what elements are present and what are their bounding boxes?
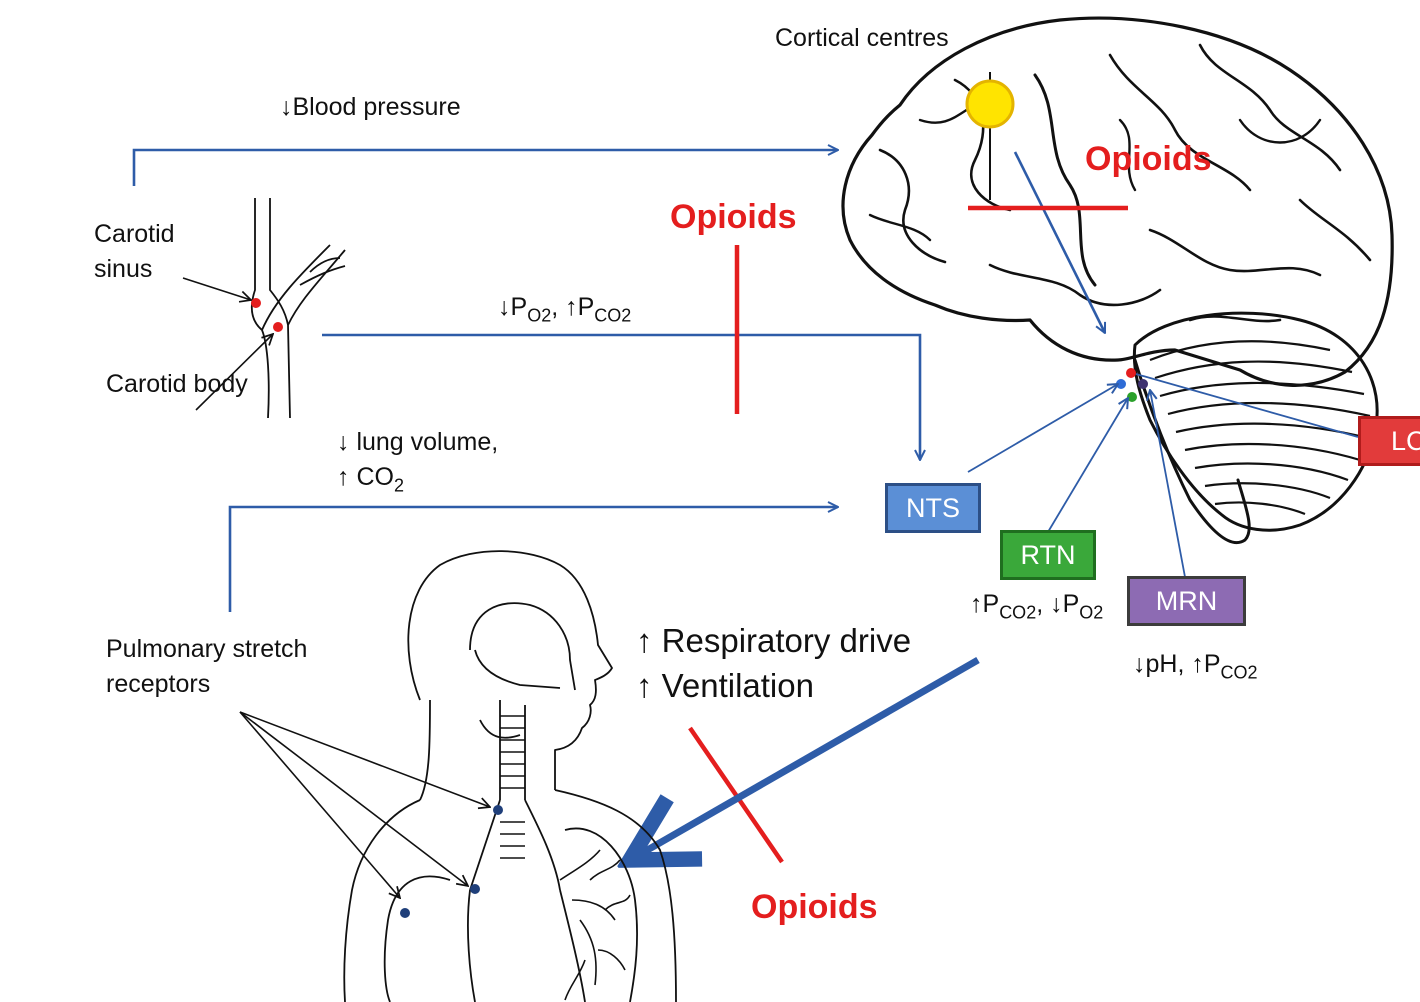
carotid-sinus-dot (251, 298, 261, 308)
rtn-dot (1127, 392, 1137, 402)
cortex-to-brainstem-arrow (1013, 151, 1107, 333)
carotid-body-label: Carotid body (106, 370, 248, 398)
ventilation-inhibition-bar (688, 726, 784, 864)
lung-receptor-dot (400, 908, 410, 918)
carotid-sinus-label-line2: sinus (94, 255, 153, 283)
bronchus-receptor-dot (470, 884, 480, 894)
carotid-body-pointer (195, 334, 273, 411)
cerebellum-folia (1149, 340, 1371, 516)
chemoreceptor-pathway (322, 333, 920, 460)
cortical-centre-marker (965, 79, 1015, 129)
lung-volume-label-line2: ↑ CO2 (337, 463, 404, 496)
pulmonary-stretch-label-line2: receptors (106, 670, 211, 698)
lc-dot (1126, 368, 1136, 378)
ventilation-label: ↑ Ventilation (636, 667, 814, 704)
opioids-ventilation-label: Opioids (751, 888, 878, 926)
trachea-receptor-dot (493, 805, 503, 815)
rtn-box: RTN (1000, 530, 1096, 580)
opioids-cortical-label: Opioids (1085, 140, 1212, 178)
bronchial-tree (559, 849, 631, 1001)
lc-box: LC (1358, 416, 1420, 466)
mrn-dot (1138, 379, 1148, 389)
opioids-peripheral-label: Opioids (670, 198, 797, 236)
nucleus-pointers (967, 373, 1359, 578)
nts-box: NTS (885, 483, 981, 533)
po2-pco2-label: ↓PO2, ↑PCO2 (498, 293, 632, 326)
rtn-stimulus-label: ↑PCO2, ↓PO2 (970, 590, 1104, 623)
mrn-box: MRN (1127, 576, 1246, 626)
lung-volume-pathway (228, 507, 838, 612)
brain-illustration (841, 16, 1394, 545)
pulmonary-stretch-label-line1: Pulmonary stretch (106, 635, 308, 663)
trachea-rings (500, 715, 525, 859)
stretch-receptor-pointers (239, 711, 490, 898)
carotid-artery-illustration (250, 198, 346, 419)
carotid-body-dot (273, 322, 283, 332)
carotid-sinus-label-line1: Carotid (94, 220, 175, 248)
respiratory-drive-label: ↑ Respiratory drive (636, 622, 912, 659)
blood-pressure-pathway (132, 150, 838, 186)
respiratory-drive-arrow (630, 656, 980, 860)
blood-pressure-label: ↓Blood pressure (280, 93, 461, 121)
mrn-stimulus-label: ↓pH, ↑PCO2 (1133, 650, 1258, 683)
cortical-centres-label: Cortical centres (775, 24, 949, 52)
lung-volume-label-line1: ↓ lung volume, (337, 428, 499, 456)
carotid-sinus-pointer (182, 277, 251, 300)
